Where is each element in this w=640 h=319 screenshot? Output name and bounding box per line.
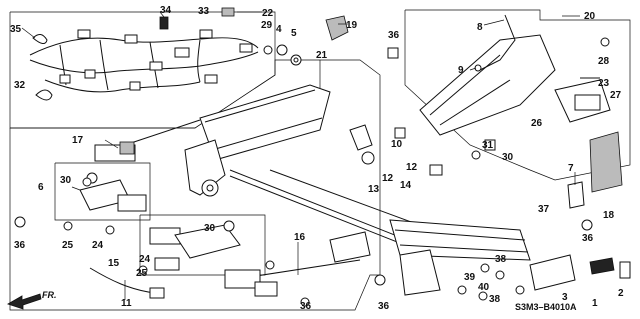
callout-32: 32 <box>14 80 26 91</box>
callout-39: 39 <box>464 272 476 283</box>
callout-30-left: 30 <box>60 175 72 186</box>
callout-11: 11 <box>121 298 132 309</box>
callout-4: 4 <box>276 24 282 35</box>
side-cover-parts <box>394 127 631 291</box>
callout-9: 9 <box>458 65 464 76</box>
callout-16: 16 <box>294 232 306 243</box>
callout-25-b: 25 <box>136 268 148 279</box>
recliner-mechanism <box>419 14 611 136</box>
callout-36-left: 36 <box>14 240 26 251</box>
callout-2: 2 <box>618 288 624 299</box>
callout-30-mid: 30 <box>204 223 216 234</box>
front-direction-label: FR. <box>42 290 57 300</box>
callout-28: 28 <box>598 56 610 67</box>
callout-numbers: 35 34 33 22 29 4 5 19 36 21 8 20 9 28 32… <box>10 5 624 312</box>
callout-30-right: 30 <box>502 152 514 163</box>
callout-38-b: 38 <box>489 294 501 305</box>
motor-assemblies <box>79 119 361 299</box>
callout-34: 34 <box>160 5 172 16</box>
callout-14: 14 <box>400 180 412 191</box>
bolts <box>14 150 593 307</box>
callout-12-a: 12 <box>406 162 418 173</box>
callout-24-a: 24 <box>92 240 104 251</box>
diagram-code: S3M3–B4010A <box>515 302 577 312</box>
callout-40: 40 <box>478 282 490 293</box>
callout-38-a: 38 <box>495 254 507 265</box>
callout-36-bottom: 36 <box>300 301 312 312</box>
front-direction-arrow: FR. <box>7 290 57 310</box>
callout-23: 23 <box>598 78 610 89</box>
small-hardware-top <box>263 15 399 66</box>
callout-36-right: 36 <box>582 233 594 244</box>
callout-33: 33 <box>198 6 210 17</box>
callout-1: 1 <box>592 298 598 309</box>
callout-31: 31 <box>482 140 494 151</box>
callout-12-b: 12 <box>382 173 394 184</box>
callout-5: 5 <box>291 28 297 39</box>
callout-27: 27 <box>610 90 622 101</box>
wire-harness <box>29 7 259 101</box>
callout-36-top: 36 <box>388 30 400 41</box>
callout-29: 29 <box>261 20 273 31</box>
callout-35: 35 <box>10 24 22 35</box>
callout-8: 8 <box>477 22 483 33</box>
callout-13: 13 <box>368 184 380 195</box>
callout-15: 15 <box>108 258 120 269</box>
callout-20: 20 <box>584 11 596 22</box>
callout-10: 10 <box>391 139 403 150</box>
callout-24-b: 24 <box>139 254 151 265</box>
leader-lines <box>21 11 580 300</box>
callout-21: 21 <box>316 50 328 61</box>
callout-3: 3 <box>562 292 568 303</box>
callout-26: 26 <box>531 118 543 129</box>
callout-17: 17 <box>72 135 84 146</box>
callout-37: 37 <box>538 204 550 215</box>
callout-18: 18 <box>603 210 615 221</box>
seat-track-frame <box>184 84 531 296</box>
callout-6: 6 <box>38 182 44 193</box>
callout-22: 22 <box>262 8 274 19</box>
callout-36-lower: 36 <box>378 301 390 312</box>
callout-19: 19 <box>346 20 358 31</box>
callout-7: 7 <box>568 163 574 174</box>
callout-25-a: 25 <box>62 240 74 251</box>
